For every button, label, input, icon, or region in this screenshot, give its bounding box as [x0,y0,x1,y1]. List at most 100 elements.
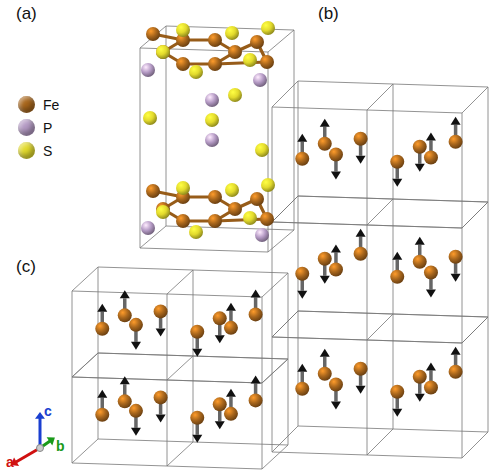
spin-head [156,414,166,422]
panel-label: (b) [318,5,339,22]
atom [146,184,160,198]
cell-edge [272,196,298,222]
atom [208,190,222,204]
spin-head [131,342,141,350]
atom [156,205,170,219]
atom [261,21,275,35]
atom [390,155,404,169]
spin-head [297,134,307,142]
cell-edge [393,84,394,429]
cell-edge [272,107,273,222]
spin-head [226,303,236,311]
spin-head [331,171,341,179]
legend-swatch [18,142,35,159]
cell-edge [167,294,168,466]
legend-text: S [43,143,52,159]
cell-edge [167,270,193,294]
atom [176,23,190,37]
atom [213,397,227,411]
axis-head [35,412,45,419]
cell-edge [462,202,488,228]
atom [208,214,222,228]
spin-head [215,421,225,429]
bonds [153,34,267,221]
atom [189,65,203,79]
atom [260,55,274,69]
cell-edge [72,353,98,377]
cell-edge [462,343,463,458]
spin-head [415,237,425,245]
cell-edge [272,311,298,337]
atoms [37,21,463,452]
spin-head [120,376,130,384]
atom [295,382,309,396]
cell-edge [462,202,488,228]
cell-edge [462,317,488,343]
cell-edge [367,429,393,455]
atom [156,45,170,59]
cell-edge [367,314,393,340]
spin-head [415,394,425,402]
atom [243,211,257,225]
atom [224,407,238,421]
spin-head [297,291,307,299]
spin-head [192,435,202,443]
legend-entry: S [18,142,52,159]
atom [329,262,343,276]
atom [424,150,438,164]
atom [354,362,368,376]
cell-edge [140,248,268,252]
spin-head [356,386,366,394]
atom [189,225,203,239]
axis-label: a [6,455,14,469]
atom [295,152,309,166]
spin-head [297,364,307,372]
atom [228,45,242,59]
spin-head [251,375,261,383]
fe-bond [215,219,267,221]
spin-head [392,179,402,187]
atom [295,267,309,281]
legend-text: P [43,120,52,136]
cell-edge [262,359,288,383]
cell-edge [272,337,273,452]
atom [354,132,368,146]
spin-head [251,289,261,297]
atom [205,113,219,127]
atom [255,228,269,242]
atom [318,137,332,151]
atom [329,147,343,161]
spin-head [451,347,461,355]
axis-origin [37,445,44,452]
atom [146,27,160,41]
spin-head [97,390,107,398]
cell-edge [298,311,299,426]
cell-edge [288,359,289,445]
cell-edge [262,273,288,297]
cell-edge [262,445,288,469]
atom [190,325,204,339]
axis-head [47,437,55,445]
cell-edge [462,432,488,458]
atom [250,192,264,206]
axis-arrow [39,418,42,448]
cell-edge [272,196,298,222]
atom [329,377,343,391]
spin-head [392,252,402,260]
atom [205,133,219,147]
atom [213,311,227,325]
spin-head [215,335,225,343]
atom [413,370,427,384]
atom [205,93,219,107]
spin-head [192,349,202,357]
atom [255,143,269,157]
atom [118,308,132,322]
cell-edge [367,110,368,455]
atom [253,73,267,87]
cell-edge [167,356,193,380]
atom [118,394,132,408]
cell-edges [11,26,488,469]
spin-head [426,289,436,297]
atom [154,390,168,404]
